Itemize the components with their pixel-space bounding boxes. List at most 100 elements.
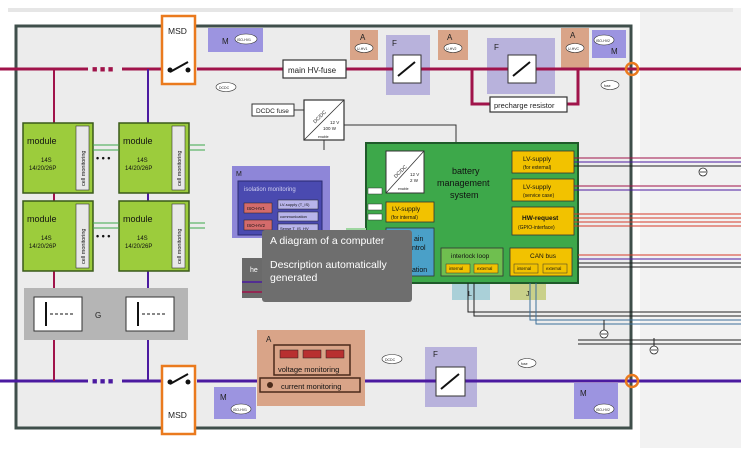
- svg-text:• • •: • • •: [96, 231, 110, 241]
- precharge-resistor: [489, 96, 568, 113]
- m-box-bottom-left: M ISO-HV1: [214, 387, 256, 419]
- svg-text:battery: battery: [452, 166, 480, 176]
- svg-text:(GPIO-interface): (GPIO-interface): [518, 225, 555, 231]
- svg-text:DCDC fuse: DCDC fuse: [256, 108, 289, 115]
- svg-text:cell monitoring: cell monitoring: [81, 151, 87, 186]
- svg-text:isolation monitoring: isolation monitoring: [244, 187, 296, 193]
- svg-text:ISO-HV2: ISO-HV2: [596, 408, 610, 412]
- m-box-top-left: M ISO-HV1: [208, 28, 263, 52]
- svg-text:M: M: [222, 37, 229, 46]
- l-box: [452, 284, 490, 300]
- svg-text:14/20/26P: 14/20/26P: [29, 166, 56, 172]
- svg-text:U-HVC: U-HVC: [568, 47, 580, 51]
- svg-text:current monitoring: current monitoring: [281, 382, 341, 391]
- svg-text:ISO-HV1: ISO-HV1: [247, 206, 266, 211]
- svg-text:enable: enable: [318, 135, 329, 139]
- svg-text:cell monitoring: cell monitoring: [177, 229, 183, 264]
- svg-text:14S: 14S: [41, 236, 52, 242]
- module-1: module 14S 14/20/26P cell monitoring: [22, 122, 94, 194]
- svg-text:A: A: [266, 335, 272, 344]
- svg-text:U-HV1: U-HV1: [357, 47, 368, 51]
- svg-text:M: M: [580, 389, 587, 398]
- svg-text:LV-supply (T_IS): LV-supply (T_IS): [280, 202, 310, 207]
- svg-text:ation: ation: [412, 267, 427, 274]
- svg-text:U-HV2: U-HV2: [446, 47, 457, 51]
- svg-text:voltage monitoring: voltage monitoring: [278, 365, 339, 374]
- svg-text:module: module: [123, 136, 153, 146]
- svg-text:F: F: [392, 39, 397, 48]
- svg-text:ISO-HV1: ISO-HV1: [237, 38, 251, 42]
- battery-management-system: DC/DC 12 V 2 W enable battery management…: [365, 142, 579, 284]
- m-box-bottom-right: M ISO-HV2: [574, 383, 618, 419]
- svg-text:2 W: 2 W: [410, 178, 419, 183]
- a-box-1: A U-HV1: [350, 30, 378, 60]
- svg-text:12 V: 12 V: [410, 172, 419, 177]
- svg-text:internal: internal: [517, 266, 531, 271]
- svg-text:M: M: [611, 47, 618, 56]
- m-box-top-right: M ISO-HV2: [592, 30, 626, 58]
- svg-text:14/20/26P: 14/20/26P: [125, 166, 152, 172]
- svg-text:ISO-HV2: ISO-HV2: [247, 223, 266, 228]
- svg-text:A: A: [447, 33, 453, 42]
- svg-text:HW-request: HW-request: [522, 215, 559, 222]
- svg-text:14/20/26P: 14/20/26P: [125, 244, 152, 250]
- svg-text:L: L: [468, 291, 472, 298]
- svg-text:fuse: fuse: [604, 84, 611, 88]
- svg-text:cell monitoring: cell monitoring: [81, 229, 87, 264]
- svg-text:DCDC: DCDC: [219, 86, 230, 90]
- svg-text:interlock loop: interlock loop: [451, 253, 490, 260]
- svg-text:system: system: [450, 190, 479, 200]
- svg-text:external: external: [546, 266, 561, 271]
- dcdc-converter: DC/DC 12 V 100 W enable: [303, 99, 345, 141]
- svg-text:(for internal): (for internal): [391, 215, 418, 221]
- svg-text:M: M: [220, 393, 227, 402]
- svg-text:A: A: [570, 31, 576, 40]
- module-4: module 14S 14/20/26P cell monitoring: [118, 200, 190, 272]
- svg-text:he: he: [250, 267, 258, 274]
- svg-text:fuse: fuse: [521, 362, 528, 366]
- svg-text:module: module: [27, 214, 57, 224]
- svg-text:F: F: [433, 350, 438, 359]
- contactor-3: [435, 366, 466, 397]
- svg-text:12 V: 12 V: [330, 120, 339, 125]
- svg-text:LV-supply: LV-supply: [392, 206, 421, 213]
- svg-text:Sense T_IS_HV: Sense T_IS_HV: [280, 226, 309, 231]
- module-2: module 14S 14/20/26P cell monitoring: [118, 122, 190, 194]
- svg-text:(for external): (for external): [523, 165, 552, 171]
- module-3: module 14S 14/20/26P cell monitoring: [22, 200, 94, 272]
- svg-text:internal: internal: [449, 266, 463, 271]
- svg-text:A: A: [360, 33, 366, 42]
- svg-text:DCDC: DCDC: [385, 358, 396, 362]
- svg-text:ain: ain: [414, 236, 423, 243]
- voltage-current-monitoring: A voltage monitoring current monitoring: [257, 330, 365, 406]
- svg-text:precharge resistor: precharge resistor: [494, 101, 555, 110]
- svg-text:F: F: [494, 43, 499, 52]
- main-hv-fuse: [282, 59, 347, 79]
- g-box: G: [24, 288, 188, 340]
- tooltip-alt-text: A diagram of a computer Description auto…: [262, 230, 412, 302]
- svg-text:CAN bus: CAN bus: [530, 253, 557, 260]
- svg-text:module: module: [27, 136, 57, 146]
- svg-text:■ ■ ■: ■ ■ ■: [92, 376, 113, 386]
- contactor-2: [507, 54, 537, 84]
- a-box-3: A U-HVC: [561, 28, 589, 68]
- svg-text:ISO-HV1: ISO-HV1: [233, 408, 247, 412]
- svg-text:100 W: 100 W: [323, 126, 337, 131]
- svg-text:(service case): (service case): [523, 193, 554, 199]
- isolation-monitoring: M isolation monitoring ISO-HV1 ISO-HV2 L…: [232, 166, 330, 238]
- svg-text:J: J: [526, 291, 530, 298]
- msd-bottom: MSD: [160, 364, 197, 436]
- svg-text:main HV-fuse: main HV-fuse: [288, 66, 337, 75]
- j-box: [510, 284, 546, 300]
- svg-text:LV-supply: LV-supply: [523, 184, 552, 191]
- svg-text:ntrol: ntrol: [412, 245, 426, 252]
- svg-text:MSD: MSD: [168, 26, 187, 36]
- a-box-2: A U-HV2: [438, 30, 468, 60]
- svg-text:14S: 14S: [137, 158, 148, 164]
- svg-text:enable: enable: [398, 187, 409, 191]
- output-lines: [467, 157, 741, 350]
- svg-text:external: external: [477, 266, 492, 271]
- svg-text:M: M: [236, 171, 242, 178]
- svg-text:14/20/26P: 14/20/26P: [29, 244, 56, 250]
